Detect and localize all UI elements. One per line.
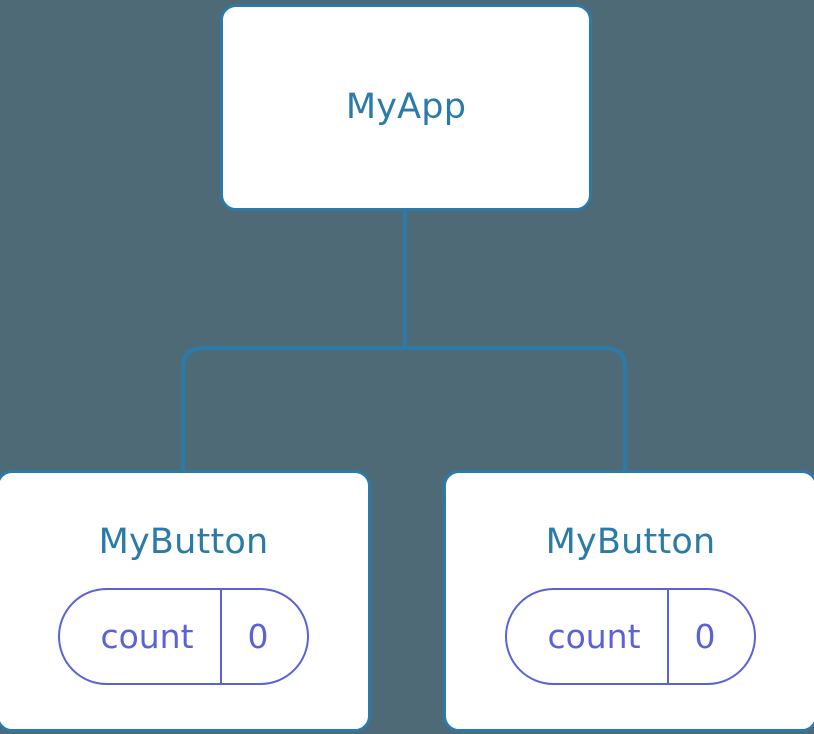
node-title: MyApp — [345, 87, 467, 127]
connector-branch-left — [181, 346, 405, 474]
state-pill-value: 0 — [694, 617, 716, 656]
state-pill-key: count — [100, 617, 194, 656]
state-pill-key: count — [547, 617, 641, 656]
state-pill[interactable]: count 0 — [58, 588, 309, 685]
state-pill-value: 0 — [247, 617, 269, 656]
connector-branch-right — [405, 346, 627, 474]
node-title: MyButton — [98, 522, 269, 562]
state-pill[interactable]: count 0 — [505, 588, 756, 685]
state-pill-divider — [219, 590, 222, 683]
node-card-child-0[interactable]: MyButton count 0 — [0, 470, 371, 732]
node-card-child-1[interactable]: MyButton count 0 — [443, 470, 814, 732]
node-title: MyButton — [545, 522, 716, 562]
node-card-root[interactable]: MyApp — [220, 4, 592, 211]
state-pill-divider — [666, 590, 669, 683]
